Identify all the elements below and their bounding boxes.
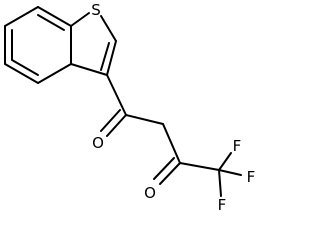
bond [37, 63, 72, 84]
carbonyl-bond [153, 157, 175, 180]
bond [100, 15, 117, 42]
oxygen-atom-label: O [144, 184, 156, 202]
double-bond-inner [100, 42, 110, 71]
bond [70, 12, 90, 27]
fluorine-atom-label: F [233, 137, 242, 155]
bond [37, 6, 72, 27]
bond [70, 63, 108, 76]
bond [4, 63, 39, 84]
bond [179, 162, 220, 171]
bond [218, 169, 222, 197]
side-chain [100, 74, 242, 197]
double-bond-inner [11, 59, 39, 76]
oxygen-atom-label: O [92, 134, 104, 152]
bond [106, 74, 127, 116]
bond [218, 169, 242, 176]
bond [162, 123, 181, 164]
benzene-ring [4, 6, 72, 84]
carbonyl-bond [159, 162, 181, 185]
sulfur-atom-label: S [91, 1, 101, 19]
bond [125, 114, 164, 125]
bond [4, 6, 39, 27]
chemical-structure: S O O F F F [4, 1, 256, 214]
bond [218, 152, 232, 171]
carbonyl-bond [100, 109, 121, 132]
thiophene-ring [70, 12, 117, 76]
fluorine-atom-label: F [247, 168, 256, 186]
fluorine-atom-label: F [218, 196, 227, 214]
bond [106, 40, 117, 76]
carbonyl-bond [106, 114, 127, 137]
double-bond-inner [37, 14, 65, 31]
